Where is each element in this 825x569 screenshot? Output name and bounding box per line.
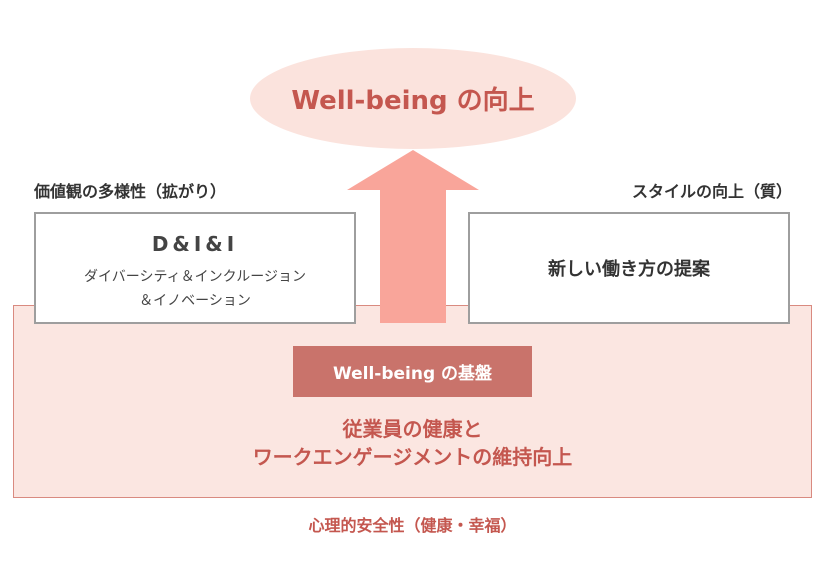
foundation-text: 従業員の健康と ワークエンゲージメントの維持向上 xyxy=(0,415,825,471)
goal-ellipse: Well-being の向上 xyxy=(250,48,576,149)
foundation-area xyxy=(13,305,812,498)
dii-box: D&I&I ダイバーシティ＆インクルージョン ＆イノベーション xyxy=(34,212,356,324)
up-arrow-icon xyxy=(347,150,479,323)
dii-line2: ＆イノベーション xyxy=(139,293,251,309)
foundation-line1: 従業員の健康と xyxy=(342,417,483,441)
dii-title: D&I&I xyxy=(151,232,239,256)
right-label: スタイルの向上（質） xyxy=(631,182,792,201)
work-style-title: 新しい働き方の提案 xyxy=(548,259,710,280)
work-style-box: 新しい働き方の提案 xyxy=(468,212,790,324)
left-label: 価値観の多様性（拡がり） xyxy=(34,182,227,201)
foundation-line2: ワークエンゲージメントの維持向上 xyxy=(252,445,573,469)
dii-line1: ダイバーシティ＆インクルージョン xyxy=(84,269,306,285)
bottom-label: 心理的安全性（健康・幸福） xyxy=(308,516,517,535)
foundation-badge-text: Well-being の基盤 xyxy=(332,364,493,384)
goal-text: Well-being の向上 xyxy=(291,86,535,116)
foundation-badge: Well-being の基盤 xyxy=(293,346,532,397)
